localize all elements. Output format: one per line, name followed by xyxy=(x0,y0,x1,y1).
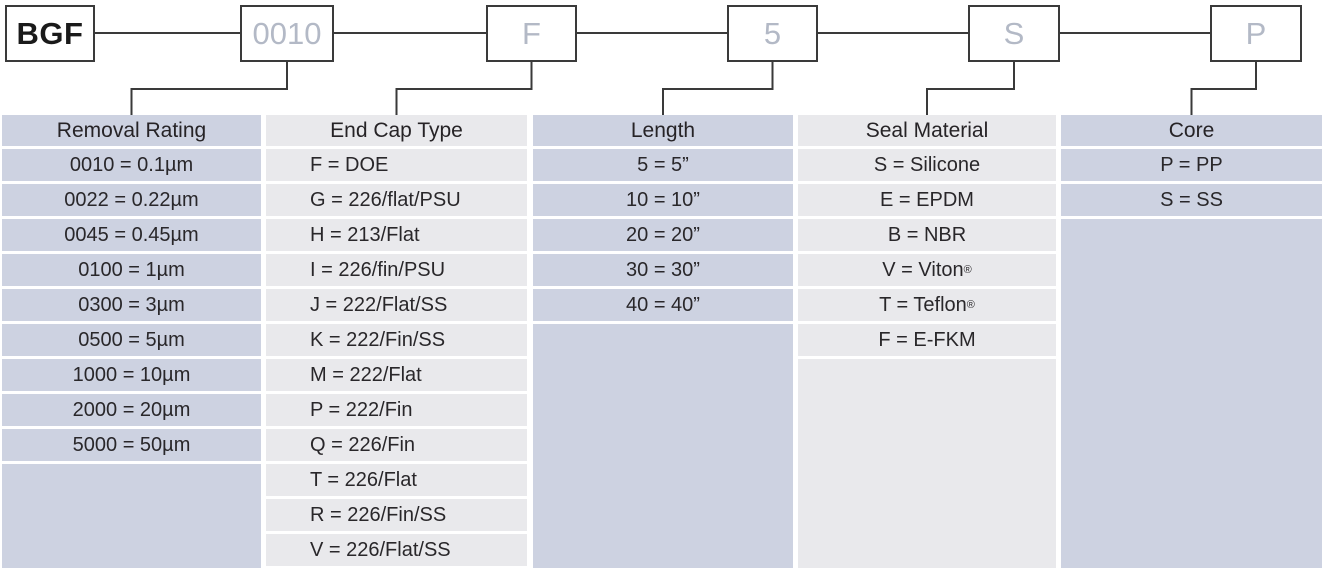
code-legend-cell: P = 222/Fin xyxy=(266,394,527,426)
code-legend-cell: S = Silicone xyxy=(798,149,1056,181)
code-legend-cell: E = EPDM xyxy=(798,184,1056,216)
code-legend-cell: P = PP xyxy=(1061,149,1322,181)
code-legend-cell: J = 222/Flat/SS xyxy=(266,289,527,321)
code-legend-cell: 5 = 5” xyxy=(533,149,793,181)
code-legend-cell: K = 222/Fin/SS xyxy=(266,324,527,356)
code-legend-cell: M = 222/Flat xyxy=(266,359,527,391)
column-filler xyxy=(533,324,793,568)
code-legend-cell: T = 226/Flat xyxy=(266,464,527,496)
code-segment-value: F xyxy=(522,15,541,51)
code-prefix-box: BGF xyxy=(5,5,95,62)
connector-seg4-to-column xyxy=(1190,62,1257,116)
code-legend-cell: 20 = 20” xyxy=(533,219,793,251)
code-segment-box-core: P xyxy=(1210,5,1302,62)
code-legend-cell: R = 226/Fin/SS xyxy=(266,499,527,531)
code-segment-box-end-cap-type: F xyxy=(486,5,577,62)
column-filler xyxy=(1061,219,1322,568)
connector-seg1-to-column xyxy=(395,62,533,116)
column-header: Seal Material xyxy=(798,115,1056,146)
code-legend-cell: G = 226/flat/PSU xyxy=(266,184,527,216)
code-legend-cell: H = 213/Flat xyxy=(266,219,527,251)
column-header: Length xyxy=(533,115,793,146)
code-legend-cell: V = 226/Flat/SS xyxy=(266,534,527,566)
column-header: Removal Rating xyxy=(2,115,261,146)
code-segment-value: S xyxy=(1003,15,1025,51)
column-filler xyxy=(798,359,1056,568)
code-legend-cell: 0010 = 0.1µm xyxy=(2,149,261,181)
code-legend-cell: 0500 = 5µm xyxy=(2,324,261,356)
code-legend-cell: I = 226/fin/PSU xyxy=(266,254,527,286)
code-segment-value: 0010 xyxy=(252,15,322,51)
code-segment-box-removal-rating: 0010 xyxy=(240,5,334,62)
code-legend-cell: F = DOE xyxy=(266,149,527,181)
code-legend-cell: 40 = 40” xyxy=(533,289,793,321)
code-legend-cell: V = Viton® xyxy=(798,254,1056,286)
code-legend-cell: 0100 = 1µm xyxy=(2,254,261,286)
code-legend-cell: 1000 = 10µm xyxy=(2,359,261,391)
code-legend-cell: 30 = 30” xyxy=(533,254,793,286)
column-header: End Cap Type xyxy=(266,115,527,146)
connector-seg0-to-column xyxy=(130,62,288,116)
code-legend-cell: T = Teflon® xyxy=(798,289,1056,321)
code-legend-cell: S = SS xyxy=(1061,184,1322,216)
code-legend-cell: 10 = 10” xyxy=(533,184,793,216)
code-legend-cell: 0022 = 0.22µm xyxy=(2,184,261,216)
code-legend-cell: B = NBR xyxy=(798,219,1056,251)
code-segment-box-length: 5 xyxy=(727,5,818,62)
code-prefix-label: BGF xyxy=(16,15,84,51)
connector-seg2-to-column xyxy=(662,62,774,116)
code-segment-value: P xyxy=(1245,15,1267,51)
code-segment-value: 5 xyxy=(763,15,782,51)
code-legend-cell: 0300 = 3µm xyxy=(2,289,261,321)
column-filler xyxy=(2,464,261,568)
code-legend-cell: F = E-FKM xyxy=(798,324,1056,356)
connector-seg3-to-column xyxy=(926,62,1015,116)
code-legend-cell: 0045 = 0.45µm xyxy=(2,219,261,251)
code-legend-cell: Q = 226/Fin xyxy=(266,429,527,461)
code-legend-cell: 2000 = 20µm xyxy=(2,394,261,426)
code-legend-cell: 5000 = 50µm xyxy=(2,429,261,461)
code-segment-box-seal-material: S xyxy=(968,5,1060,62)
column-header: Core xyxy=(1061,115,1322,146)
